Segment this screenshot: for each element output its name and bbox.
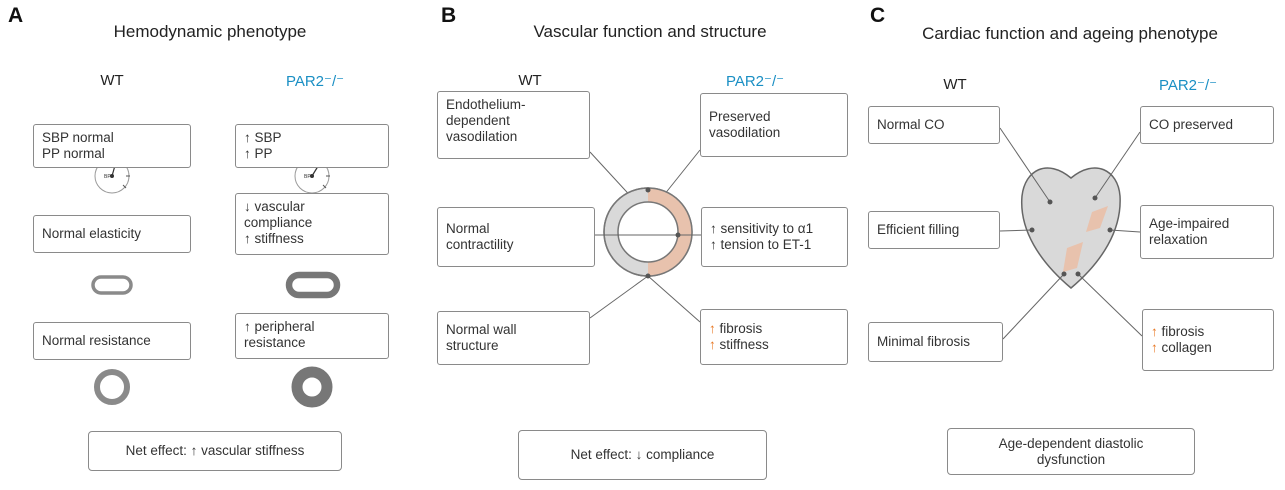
box-ko-fibrosis: ↑ fibrosis ↑ collagen xyxy=(1142,309,1274,371)
box-wt-co: Normal CO xyxy=(868,106,1000,144)
panel-b-col-ko: PAR2⁻/⁻ xyxy=(725,73,785,90)
box-wt-resistance: Normal resistance xyxy=(33,322,191,360)
box-ko-pressure: ↑ SBP ↑ PP xyxy=(235,124,389,168)
panel-b-col-wt: WT xyxy=(518,72,542,89)
panel-b-letter: B xyxy=(441,4,457,27)
gauge-label-wt: BP xyxy=(104,174,111,180)
panel-a-col-ko: PAR2⁻/⁻ xyxy=(285,73,345,90)
panel-c-col-ko: PAR2⁻/⁻ xyxy=(1158,77,1218,94)
panel-a-col-wt: WT xyxy=(100,72,124,89)
panel-a-net-effect: Net effect: ↑ vascular stiffness xyxy=(88,431,342,471)
box-ko-co: CO preserved xyxy=(1140,106,1274,144)
box-ko-resistance: ↑ peripheral resistance xyxy=(235,313,389,359)
up-arrow-stiffness: ↑ xyxy=(709,337,716,352)
vessel-stiff-ko xyxy=(285,271,341,299)
box-ko-wall: ↑ fibrosis ↑ stiffness xyxy=(700,309,848,365)
heart-icon xyxy=(1021,167,1121,289)
panel-a-title: Hemodynamic phenotype xyxy=(113,22,307,41)
box-wt-contractility: Normal contractility xyxy=(437,207,595,267)
panel-c-col-wt: WT xyxy=(943,76,967,93)
box-ko-relaxation: Age-impaired relaxation xyxy=(1140,205,1274,259)
box-wt-filling: Efficient filling xyxy=(868,211,1000,249)
panel-c-letter: C xyxy=(870,4,886,27)
up-arrow-fibrosis: ↑ xyxy=(709,321,716,336)
panel-c-net-effect: Age-dependent diastolic dysfunction xyxy=(947,428,1195,475)
panel-b-title: Vascular function and structure xyxy=(533,22,767,41)
box-ko-elasticity: ↓ vascular compliance ↑ stiffness xyxy=(235,193,389,255)
box-wt-fibrosis: Minimal fibrosis xyxy=(868,322,1003,362)
vessel-elastic-wt xyxy=(91,275,133,295)
panel-c-title: Cardiac function and ageing phenotype xyxy=(922,24,1218,43)
box-wt-elasticity: Normal elasticity xyxy=(33,215,191,253)
vessel-cross-section xyxy=(595,187,701,279)
panelC-connector-dots xyxy=(1029,195,1113,277)
gauge-label-ko: BP xyxy=(304,174,311,180)
panel-b-net-effect: Net effect: ↓ compliance xyxy=(518,430,767,480)
panelC-connectors xyxy=(999,127,1143,340)
panel-a-letter: A xyxy=(8,4,24,27)
box-wt-pressure: SBP normal PP normal xyxy=(33,124,191,168)
box-ko-endothelium: Preserved vasodilation xyxy=(700,93,848,157)
up-arrow-collagen: ↑ xyxy=(1151,340,1158,355)
up-arrow-fibrosis-c: ↑ xyxy=(1151,324,1158,339)
vessel-ring-ko xyxy=(291,366,333,408)
box-ko-contractility: ↑ sensitivity to α1 ↑ tension to ET-1 xyxy=(701,207,848,267)
box-wt-wall: Normal wall structure xyxy=(437,311,590,365)
box-wt-endothelium: Endothelium- dependent vasodilation xyxy=(437,91,590,159)
vessel-ring-wt xyxy=(94,369,130,405)
